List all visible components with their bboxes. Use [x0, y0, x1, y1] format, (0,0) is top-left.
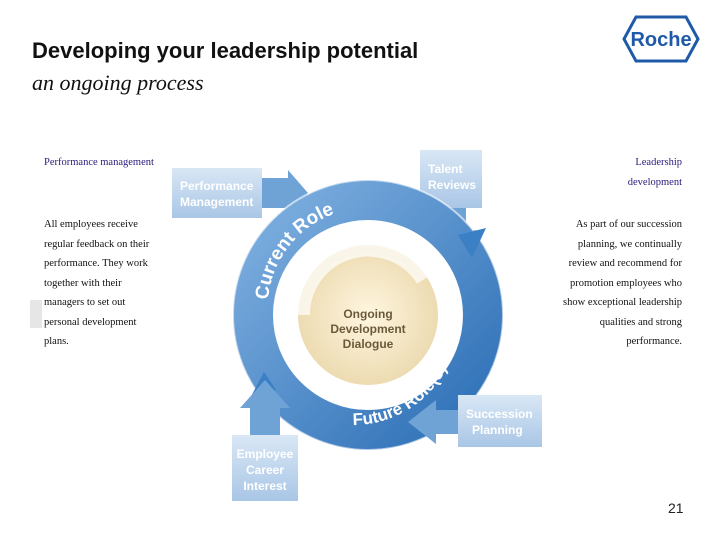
- center-line1: Ongoing: [343, 307, 392, 321]
- talent-box-line1: Talent: [428, 162, 462, 176]
- roche-logo: Roche: [622, 15, 700, 63]
- succession-box-line2: Planning: [472, 423, 523, 437]
- employee-box-line2: Career: [246, 463, 284, 477]
- performance-box-line1: Performance: [180, 179, 254, 193]
- talent-box-line2: Reviews: [428, 178, 476, 192]
- employee-box-line3: Interest: [243, 479, 286, 493]
- succession-box-line1: Succession: [466, 407, 533, 421]
- center-line2: Development: [330, 322, 405, 336]
- performance-box-line2: Management: [180, 195, 253, 209]
- leadership-development-heading: Leadership development: [627, 157, 682, 188]
- performance-management-heading: Performance management: [44, 157, 154, 168]
- center-dialogue: Ongoing Development Dialogue: [295, 242, 438, 385]
- slide-subtitle: an ongoing process: [32, 70, 204, 95]
- leadership-development-text: As part of our succession planning, we c…: [563, 219, 682, 347]
- page-number: 21: [668, 500, 684, 516]
- employee-box-line1: Employee: [237, 447, 294, 461]
- performance-management-text: All employees receive regular feedback o…: [44, 219, 150, 347]
- development-cycle-diagram: Performance Management Talent Reviews On…: [172, 150, 542, 501]
- slide-title: Developing your leadership potential: [32, 38, 419, 63]
- succession-planning-box: Succession Planning: [408, 395, 542, 447]
- employee-career-interest-box: Employee Career Interest: [232, 380, 298, 501]
- slide-marker: [30, 300, 42, 328]
- performance-management-box: Performance Management: [172, 168, 308, 218]
- logo-text: Roche: [630, 29, 691, 51]
- center-line3: Dialogue: [343, 337, 394, 351]
